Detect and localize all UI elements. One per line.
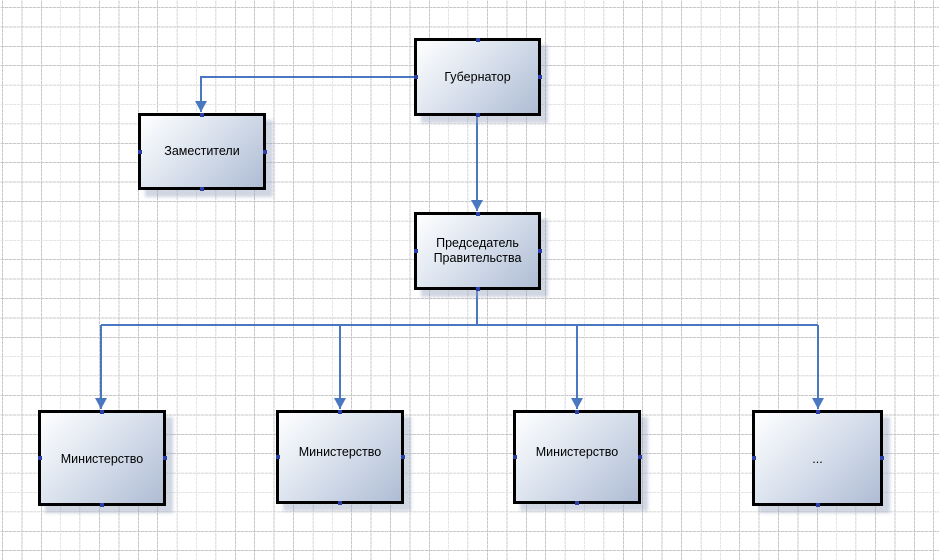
connection-handle[interactable] [537, 75, 542, 79]
node-chairman[interactable]: Председатель Правительства [413, 211, 542, 291]
connection-handle[interactable] [413, 75, 418, 79]
node-ministry-4-label: ... [812, 452, 823, 466]
node-governor[interactable]: Губернатор [413, 37, 542, 117]
connection-handle[interactable] [879, 456, 884, 460]
connection-handle[interactable] [475, 211, 480, 216]
node-ministry-2-label: Министерство [298, 445, 382, 459]
node-ministry-3-label: Министерство [535, 445, 619, 459]
node-ministry-1-label: Министерство [60, 452, 144, 466]
connection-handle[interactable] [100, 502, 104, 507]
connection-handle[interactable] [512, 455, 517, 459]
connection-handle[interactable] [338, 409, 342, 414]
node-governor-label: Губернатор [444, 69, 511, 84]
connection-handle[interactable] [475, 112, 480, 117]
connection-handle[interactable] [162, 456, 167, 460]
connection-handle[interactable] [200, 112, 204, 117]
connection-handle[interactable] [575, 409, 579, 414]
connection-handle[interactable] [815, 409, 820, 414]
connection-handle[interactable] [200, 186, 204, 191]
node-ministry-3[interactable]: Министерство [512, 409, 642, 505]
connection-handle[interactable] [137, 149, 142, 154]
connection-handle[interactable] [637, 455, 642, 459]
node-ministry-2[interactable]: Министерство [275, 409, 405, 505]
node-deputies-label: Заместители [164, 144, 240, 158]
connection-handle[interactable] [413, 249, 418, 253]
connection-handle[interactable] [275, 455, 280, 459]
connection-handle[interactable] [815, 502, 820, 507]
node-chairman-label: Председатель Правительства [433, 236, 522, 265]
node-ministry-1[interactable]: Министерство [37, 409, 167, 507]
node-deputies[interactable]: Заместители [137, 112, 267, 191]
connection-handle[interactable] [100, 409, 104, 414]
connection-handle[interactable] [400, 455, 405, 459]
connection-handle[interactable] [537, 249, 542, 253]
connection-handle[interactable] [338, 500, 342, 505]
node-ministry-4[interactable]: ... [751, 409, 884, 507]
connection-handle[interactable] [751, 456, 756, 460]
connection-handle[interactable] [37, 456, 42, 460]
connector-governor-deputies [195, 76, 414, 112]
connection-handle[interactable] [575, 500, 579, 505]
connection-handle[interactable] [475, 37, 480, 42]
connection-handle[interactable] [475, 286, 480, 291]
connection-handle[interactable] [262, 149, 267, 154]
